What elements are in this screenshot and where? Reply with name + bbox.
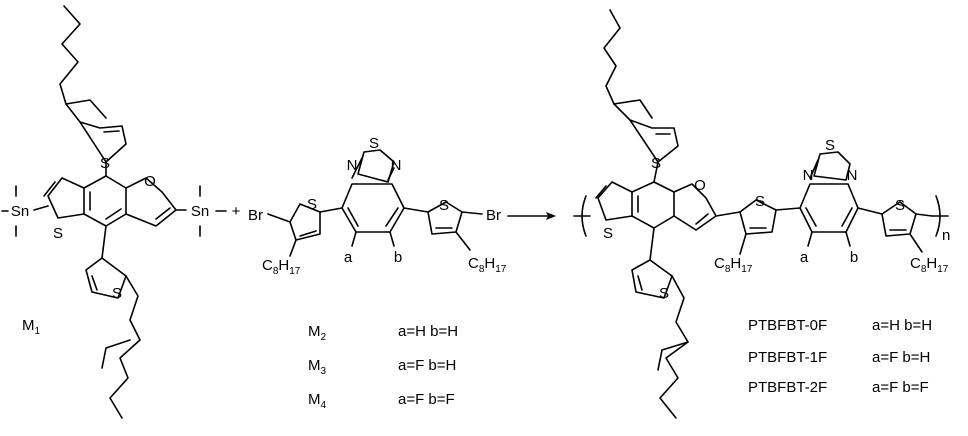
label-m3: M3 — [308, 357, 327, 377]
m2-thiadiazole-nitrogen-left: N — [347, 157, 358, 174]
poly-thiophene-linker1-sulfur: S — [755, 193, 765, 210]
label-m2: M2 — [308, 323, 327, 343]
label-ptbfbt-0f: PTBFBT-0F — [748, 317, 827, 334]
poly-thiadiazole-nitrogen-left: N — [803, 167, 814, 184]
poly-octyl-right: C8H17 — [910, 255, 949, 275]
label-ptbfbt-2f: PTBFBT-2F — [748, 379, 827, 396]
poly-thiophene-upper-sulfur: S — [651, 155, 661, 172]
m2-thiadiazole-sulfur: S — [369, 135, 379, 152]
m2-position-b: b — [394, 249, 402, 266]
poly-position-b: b — [850, 249, 858, 266]
label-m4: M4 — [308, 391, 327, 411]
m1-tin-left: Sn — [11, 203, 29, 220]
m2-thiophene-right-sulfur: S — [439, 197, 449, 214]
m2-octyl-right: C8H17 — [468, 255, 507, 275]
m1-fused-thiophene-sulfur: S — [53, 225, 63, 242]
label-m3-substituents: a=F b=H — [398, 357, 456, 374]
m2-thiadiazole-nitrogen-right: N — [391, 157, 402, 174]
polymer-repeat-n: n — [942, 227, 950, 244]
label-ptbfbt-0f-substituents: a=H b=H — [872, 317, 932, 334]
label-m1: M1 — [22, 317, 41, 337]
label-ptbfbt-1f: PTBFBT-1F — [748, 349, 827, 366]
poly-octyl-left: C8H17 — [714, 255, 753, 275]
m2-thiophene-left-sulfur: S — [307, 196, 317, 213]
label-ptbfbt-2f-substituents: a=F b=F — [872, 379, 929, 396]
label-m2-substituents: a=H b=H — [398, 323, 458, 340]
m1-thiophene-upper-sulfur: S — [100, 155, 110, 172]
plus-sign: + — [232, 203, 241, 220]
m2-octyl-left: C8H17 — [262, 257, 301, 277]
poly-thiophene-linker2-sulfur: S — [895, 197, 905, 214]
m2-bromine-left: Br — [248, 207, 263, 224]
polymer-structure — [573, 9, 949, 419]
polymer-table: PTBFBT-0F a=H b=H PTBFBT-1F a=F b=H PTBF… — [748, 317, 932, 396]
m1-tin-right: Sn — [191, 203, 209, 220]
poly-thiophene-lower-sulfur: S — [659, 285, 669, 302]
m2-position-a: a — [344, 249, 353, 266]
m1-thiophene-lower-sulfur: S — [112, 285, 122, 302]
monomer-table: M2 a=H b=H M3 a=F b=H M4 a=F b=F — [308, 323, 458, 411]
poly-furan-oxygen: O — [694, 177, 706, 194]
monomer-m2-m4-structure — [267, 149, 483, 257]
poly-fused-thiophene-sulfur: S — [603, 225, 613, 242]
poly-thiadiazole-nitrogen-right: N — [847, 167, 858, 184]
m1-furan-oxygen: O — [144, 173, 156, 190]
poly-position-a: a — [800, 249, 809, 266]
label-m4-substituents: a=F b=F — [398, 391, 455, 408]
label-ptbfbt-1f-substituents: a=F b=H — [872, 349, 930, 366]
monomer-m1-structure — [1, 5, 227, 419]
poly-thiadiazole-sulfur: S — [825, 137, 835, 154]
m2-bromine-right: Br — [486, 207, 501, 224]
reaction-arrow — [507, 212, 556, 220]
